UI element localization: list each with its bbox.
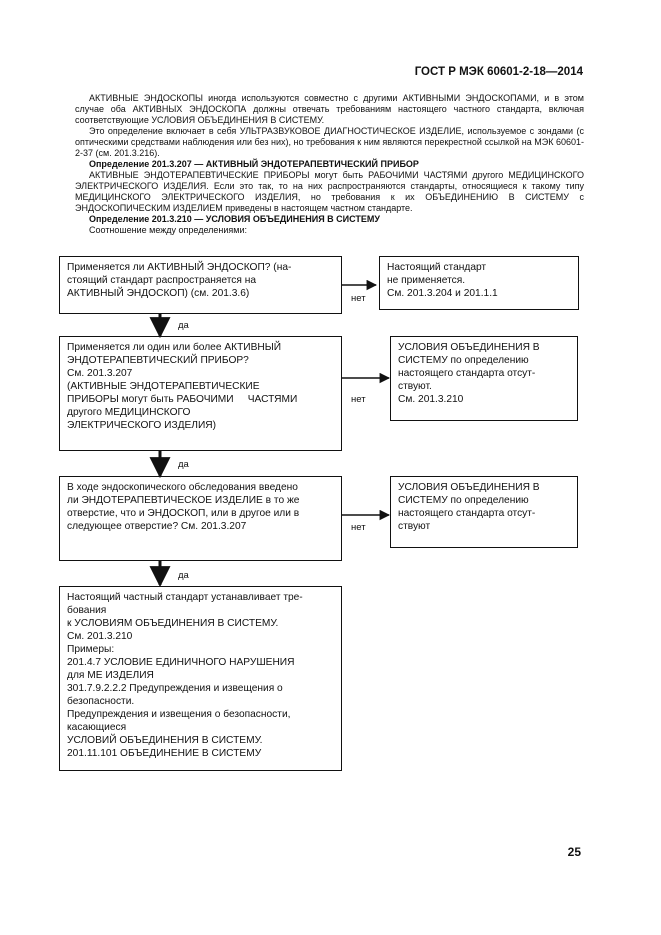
paragraph-relation: Соотношение между определениями:	[89, 225, 247, 235]
no-label-2: нет	[351, 394, 366, 405]
paragraph-active-endoscopes: АКТИВНЫЕ ЭНДОСКОПЫ иногда используются с…	[75, 93, 584, 125]
result-box-not-applicable: Настоящий стандарт не применяется. См. 2…	[379, 256, 579, 310]
document-header: ГОСТ Р МЭК 60601-2-18—2014	[414, 66, 583, 78]
paragraph-endotherapy: АКТИВНЫЕ ЭНДОТЕРАПЕВТИЧЕСКИЕ ПРИБОРЫ мог…	[75, 170, 584, 213]
no-label-1: нет	[351, 293, 366, 304]
yes-label-1: да	[178, 320, 189, 331]
result-box-no-system-conditions-2: УСЛОВИЯ ОБЪЕДИНЕНИЯ В СИСТЕМУ по определ…	[390, 476, 578, 548]
definition-heading-207: Определение 201.3.207 — АКТИВНЫЙ ЭНДОТЕР…	[89, 159, 419, 169]
page-number: 25	[567, 845, 581, 859]
body-text: АКТИВНЫЕ ЭНДОСКОПЫ иногда используются с…	[75, 93, 584, 236]
result-box-no-system-conditions-1: УСЛОВИЯ ОБЪЕДИНЕНИЯ В СИСТЕМУ по определ…	[390, 336, 578, 421]
definition-heading-210: Определение 201.3.210 — УСЛОВИЯ ОБЪЕДИНЕ…	[89, 214, 381, 224]
yes-label-3: да	[178, 570, 189, 581]
yes-label-2: да	[178, 459, 189, 470]
question-box-active-endoscope: Применяется ли АКТИВНЫЙ ЭНДОСКОП? (на- с…	[59, 256, 342, 314]
result-box-system-requirements: Настоящий частный стандарт устанавливает…	[59, 586, 342, 771]
paragraph-ultrasound: Это определение включает в себя УЛЬТРАЗВ…	[75, 126, 584, 158]
question-box-endotherapy-device: Применяется ли один или более АКТИВНЫЙ Э…	[59, 336, 342, 451]
no-label-3: нет	[351, 522, 366, 533]
question-box-same-opening: В ходе эндоскопического обследования вве…	[59, 476, 342, 561]
